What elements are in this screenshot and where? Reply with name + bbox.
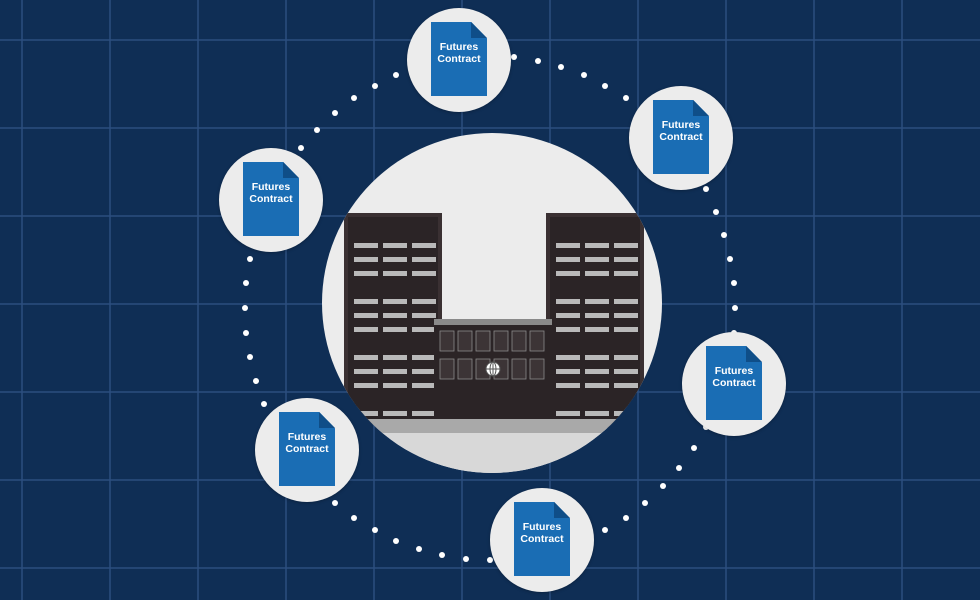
exchange-building-circle <box>322 133 662 473</box>
orbit-dot <box>393 72 400 79</box>
orbit-dot <box>676 464 683 471</box>
orbit-dot <box>252 378 259 385</box>
orbit-dot <box>580 72 587 79</box>
orbit-dot <box>660 483 667 490</box>
orbit-dot <box>350 514 357 521</box>
globe-icon <box>485 361 501 377</box>
document-fold <box>471 22 487 38</box>
document-label: Futures Contract <box>285 431 329 455</box>
orbit-dot <box>602 527 609 534</box>
orbit-dot <box>730 280 737 287</box>
orbit-dot <box>623 95 630 102</box>
orbit-dot <box>331 110 338 117</box>
exchange-building-icon <box>322 213 662 473</box>
orbit-dot <box>331 499 338 506</box>
orbit-dot <box>462 555 469 562</box>
orbit-dot <box>393 537 400 544</box>
orbit-dot <box>371 82 378 89</box>
orbit-dot <box>415 546 422 553</box>
document-label: Futures Contract <box>712 365 756 389</box>
orbit-dot <box>732 305 738 311</box>
orbit-dot <box>690 445 697 451</box>
document-label: Futures Contract <box>520 521 564 545</box>
orbit-dot <box>713 208 720 215</box>
orbit-dot <box>350 95 357 102</box>
futures-contract-document-4: Futures Contract <box>682 332 786 436</box>
orbit-dot <box>558 63 565 70</box>
orbit-dot <box>243 329 250 336</box>
orbit-dot <box>246 255 253 262</box>
orbit-dot <box>721 231 728 238</box>
orbit-dot <box>487 557 493 563</box>
futures-contract-document-1: Futures Contract <box>407 8 511 112</box>
orbit-dot <box>703 186 710 193</box>
orbit-dot <box>727 255 734 262</box>
orbit-dot <box>246 354 253 361</box>
orbit-dot <box>242 305 248 311</box>
futures-contract-document-2: Futures Contract <box>629 86 733 190</box>
orbit-dot <box>439 552 446 559</box>
document-fold <box>283 162 299 178</box>
orbit-dot <box>371 527 378 534</box>
document-label: Futures Contract <box>249 181 293 205</box>
orbit-dot <box>260 401 267 408</box>
orbit-dot <box>243 280 250 287</box>
futures-contract-document-5: Futures Contract <box>255 398 359 502</box>
orbit-dot <box>623 514 630 521</box>
document-label: Futures Contract <box>659 119 703 143</box>
futures-contract-document-3: Futures Contract <box>219 148 323 252</box>
orbit-dot <box>602 82 609 89</box>
orbit-dot <box>297 145 304 152</box>
document-fold <box>319 412 335 428</box>
orbit-dot <box>534 57 541 64</box>
orbit-dot <box>511 54 517 61</box>
futures-contract-document-6: Futures Contract <box>490 488 594 592</box>
orbit-dot <box>642 499 649 506</box>
document-label: Futures Contract <box>437 41 481 65</box>
orbit-dot <box>313 126 320 133</box>
